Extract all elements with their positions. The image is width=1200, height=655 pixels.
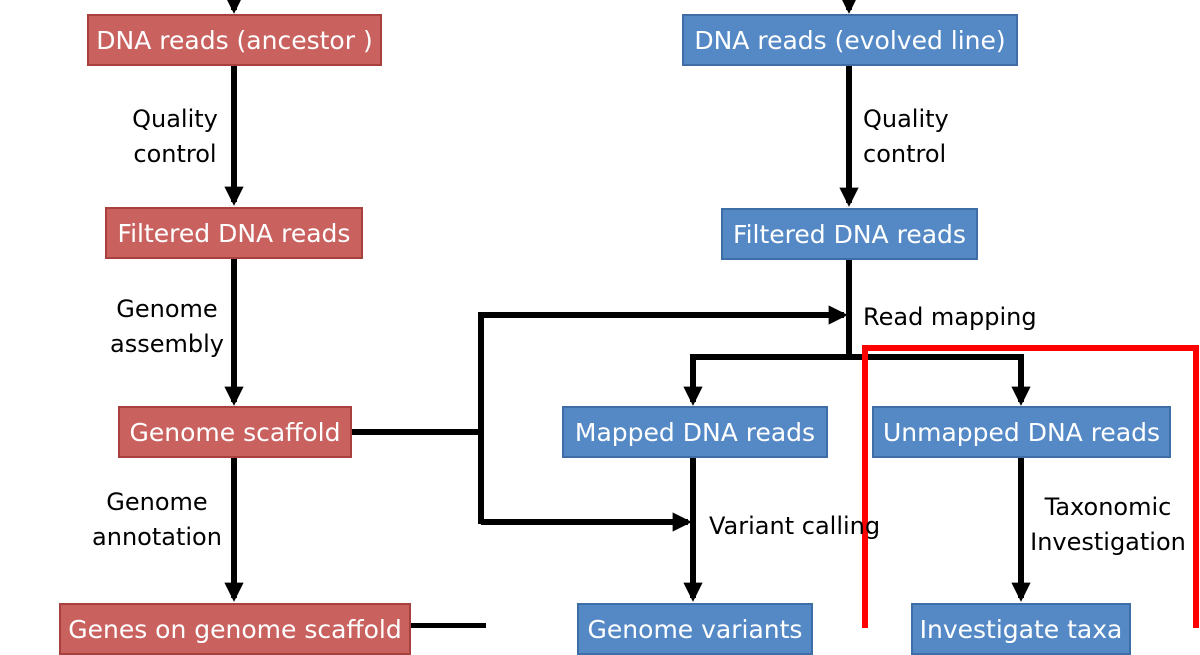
arrow-to-read-mapping <box>478 305 848 524</box>
node-dna-reads-ancestor: DNA reads (ancestor ) <box>87 14 382 66</box>
node-filtered-reads-right: Filtered DNA reads <box>721 208 978 260</box>
label-variant-calling: Variant calling <box>709 512 881 540</box>
node-unmapped-reads: Unmapped DNA reads <box>872 406 1171 458</box>
node-genes-on-scaffold: Genes on genome scaffold <box>59 603 411 655</box>
node-dna-reads-evolved: DNA reads (evolved line) <box>682 14 1018 66</box>
highlight-frame <box>862 345 1199 628</box>
node-genome-scaffold: Genome scaffold <box>118 406 352 458</box>
node-investigate-taxa: Investigate taxa <box>911 603 1131 655</box>
workflow-diagram <box>224 0 1199 628</box>
node-genome-variants: Genome variants <box>577 603 813 655</box>
arrow-to-unmapped <box>849 354 1031 406</box>
label-read-mapping: Read mapping <box>863 303 1037 331</box>
node-mapped-reads: Mapped DNA reads <box>562 406 828 458</box>
node-filtered-reads-left: Filtered DNA reads <box>105 207 363 259</box>
arrow-to-mapped <box>683 354 849 406</box>
